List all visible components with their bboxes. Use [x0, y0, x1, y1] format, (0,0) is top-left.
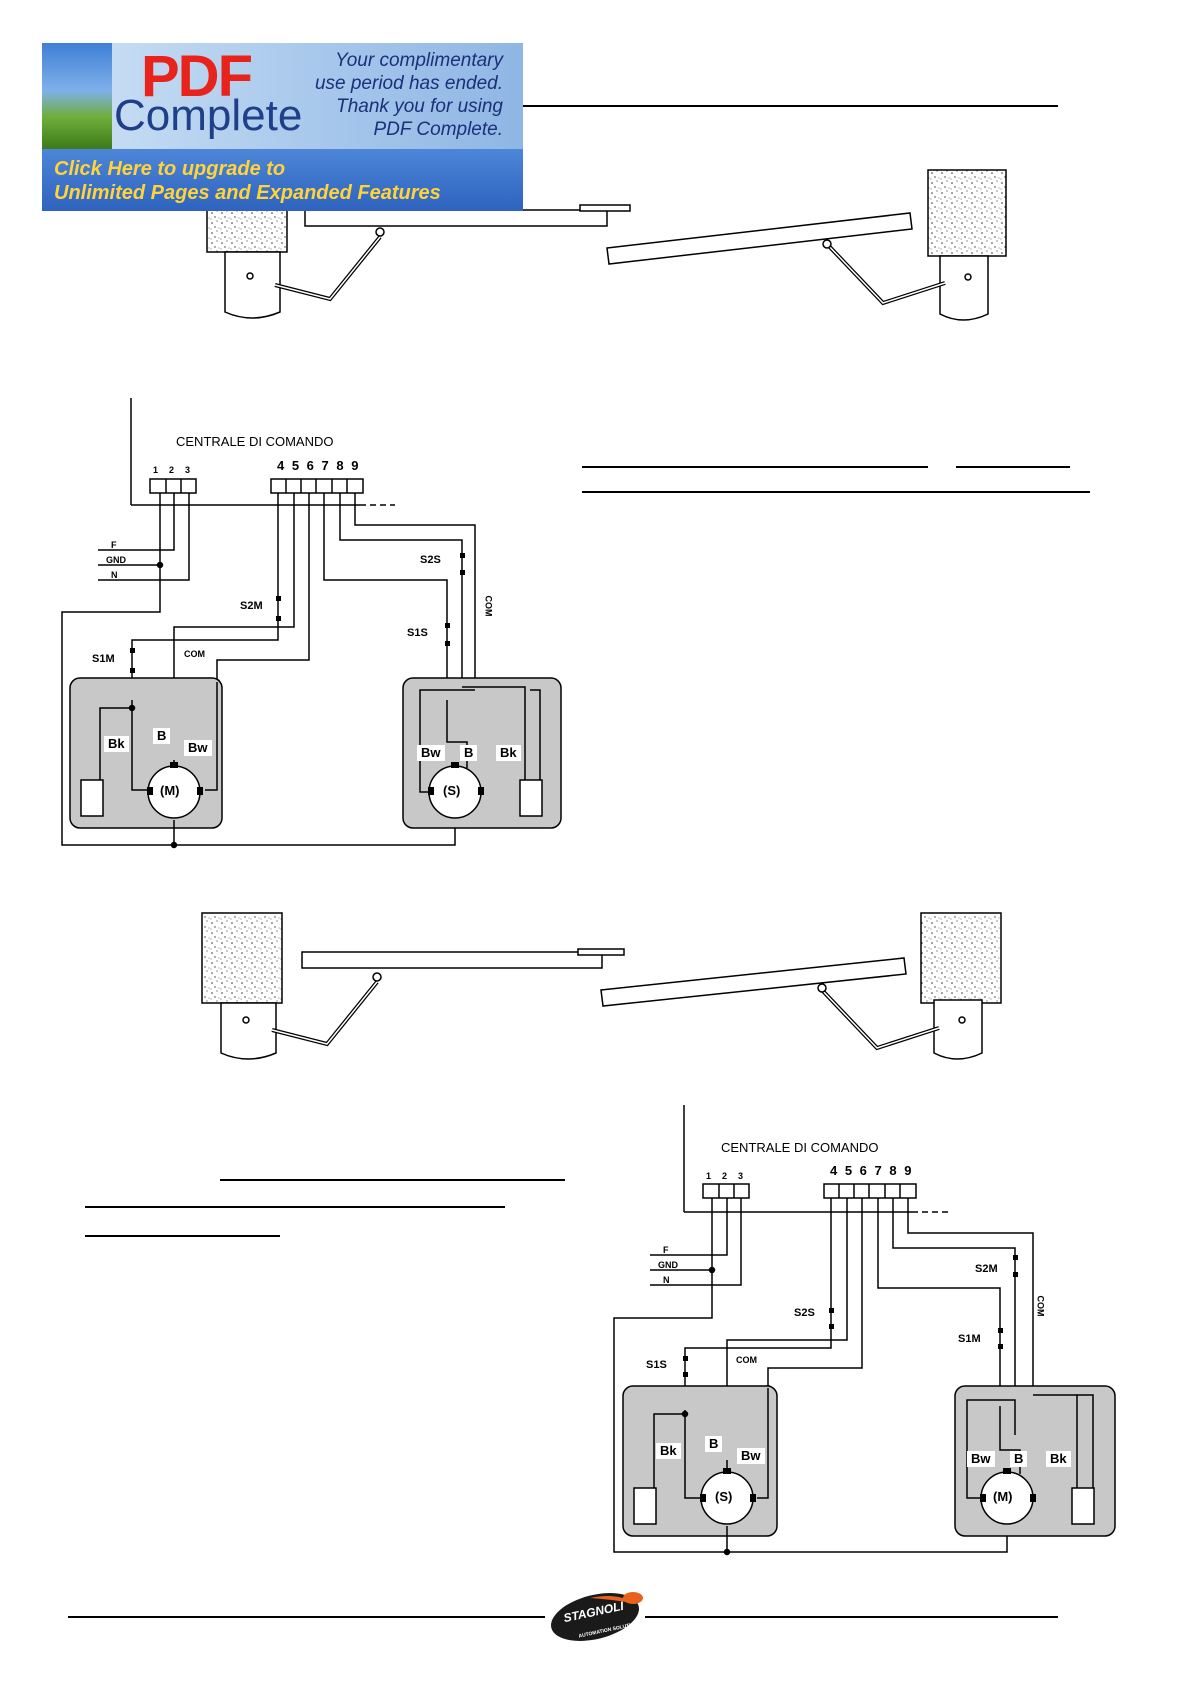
terminals-4-9: 4 5 6 7 8 9	[277, 458, 361, 473]
upgrade-link-line2[interactable]: Unlimited Pages and Expanded Features	[54, 182, 441, 204]
switch-s2s-2: S2S	[794, 1307, 815, 1319]
gate-pillar-right	[927, 169, 1007, 257]
com-label: COM	[184, 649, 205, 659]
wire-bk-left: Bk	[104, 736, 129, 752]
wiring-diagram-2	[613, 1105, 1116, 1556]
banner-photo	[42, 43, 112, 149]
wire-b-left: B	[153, 728, 171, 744]
wire-bw-right-2: Bw	[967, 1451, 995, 1467]
gate-pillar-left	[206, 204, 288, 253]
switch-s1m-2: S1M	[958, 1333, 981, 1345]
switch-s1m: S1M	[92, 653, 115, 665]
terminal-2: 2	[169, 465, 175, 475]
switch-s2m-2: S2M	[975, 1263, 998, 1275]
terminal-2-2: 2	[722, 1171, 728, 1181]
switch-s1s: S1S	[407, 627, 428, 639]
upgrade-link-line1[interactable]: Click Here to upgrade to	[54, 158, 286, 180]
wire-bk-left-2: Bk	[656, 1443, 681, 1459]
stagnoli-logo	[551, 1592, 643, 1641]
terminal-3-2: 3	[738, 1171, 744, 1181]
switch-s2s: S2S	[420, 554, 441, 566]
control-unit-title-2: CENTRALE DI COMANDO	[721, 1140, 879, 1155]
banner-message-line: Your complimentary	[335, 50, 503, 71]
wire-b-right-2: B	[1010, 1451, 1028, 1467]
wiring-diagram-1	[61, 398, 562, 849]
power-n: N	[111, 570, 118, 580]
banner-message-line: Thank you for using	[336, 96, 503, 117]
power-f-2: F	[663, 1245, 669, 1255]
wire-bk-right: Bk	[496, 745, 521, 761]
power-gnd: GND	[106, 555, 126, 565]
banner-cta[interactable]: Click Here to upgrade to Unlimited Pages…	[42, 149, 523, 211]
wire-b-right: B	[460, 745, 478, 761]
terminal-1-2: 1	[706, 1171, 712, 1181]
power-n-2: N	[663, 1275, 670, 1285]
terminal-3: 3	[185, 465, 191, 475]
brand-pdf: PDF	[141, 44, 253, 109]
power-f: F	[111, 540, 117, 550]
switch-s2m: S2M	[240, 600, 263, 612]
switch-s1s-2: S1S	[646, 1359, 667, 1371]
power-gnd-2: GND	[658, 1260, 678, 1270]
banner-message-line: use period has ended.	[314, 73, 503, 94]
banner-message: Your complimentary use period has ended.…	[283, 49, 503, 141]
brand-complete: Complete	[114, 91, 303, 140]
operator-right	[939, 255, 989, 321]
com-vertical-label: COM	[483, 595, 494, 617]
motor-symbol-m-2: (M)	[993, 1489, 1013, 1504]
motor-symbol-s-2: (S)	[715, 1489, 733, 1504]
control-unit-title: CENTRALE DI COMANDO	[176, 434, 334, 449]
wire-bw-left-2: Bw	[737, 1448, 765, 1464]
motor-symbol-m: (M)	[160, 783, 180, 798]
banner-message-line: PDF Complete.	[373, 119, 503, 140]
gate-leaf-right	[606, 212, 913, 265]
motor-symbol-s: (S)	[443, 783, 461, 798]
wire-b-left-2: B	[705, 1436, 723, 1452]
gate-leaf-left	[304, 209, 608, 227]
terminals-4-9-2: 4 5 6 7 8 9	[830, 1163, 914, 1178]
operator-left	[224, 251, 281, 319]
banner-top: PDF Complete Your complimentary use peri…	[42, 43, 523, 149]
wire-bw-right: Bw	[417, 745, 445, 761]
upgrade-link[interactable]: Click Here to upgrade to Unlimited Pages…	[54, 157, 441, 205]
wire-bk-right-2: Bk	[1046, 1451, 1071, 1467]
upgrade-banner[interactable]: PDF Complete Your complimentary use peri…	[42, 43, 523, 211]
com-label-2: COM	[736, 1355, 757, 1365]
com-vertical-label-2: COM	[1035, 1295, 1046, 1317]
terminal-1: 1	[153, 465, 159, 475]
wire-bw-left: Bw	[184, 740, 212, 756]
gate-illustration-bottom	[201, 912, 1002, 1060]
gate-illustration-top	[206, 169, 1007, 321]
